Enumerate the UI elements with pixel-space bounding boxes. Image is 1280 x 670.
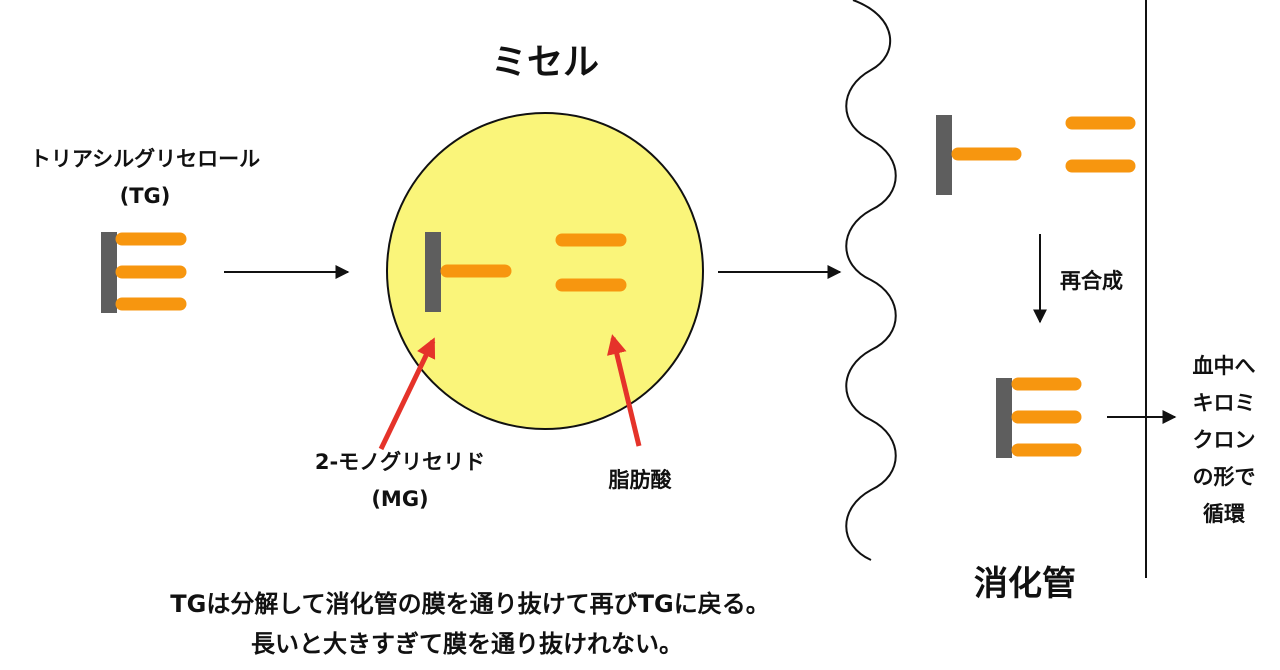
blood-label-line: クロン [1193,428,1256,452]
caption-line2: 長いと大きすぎて膜を通り抜けれない。 [251,630,683,658]
glycerol-backbone [101,232,117,313]
blood-label-line: キロミ [1193,391,1256,415]
blood-label-line: 血中へ [1193,354,1256,378]
glycerol-backbone [936,115,952,195]
intestinal-membrane-wave [845,0,897,561]
mg-label-line2: (MG) [371,487,428,511]
glycerol-backbone [996,378,1012,458]
resynthesized-tg-molecule [996,377,1082,458]
glycerol-backbone [425,232,441,312]
intestine-label: 消化管 [974,564,1076,604]
tg-label-line1: トリアシルグリセロール [30,147,260,171]
caption-line1: TGは分解して消化管の膜を通り抜けて再びTGに戻る。 [170,590,769,618]
tg-label-line2: (TG) [120,184,171,208]
absorbed-mg-molecule [936,115,1022,195]
free-fatty-acids [555,233,627,292]
blood-label-line: の形で [1193,465,1256,489]
blood-label-line: 循環 [1203,502,1246,526]
fatty-acid-label: 脂肪酸 [609,468,673,492]
micelle-title: ミセル [491,42,599,83]
mg-label-line1: 2-モノグリセリド [315,450,485,474]
absorbed-fatty-acids [1065,116,1136,173]
fatty-acid-pointer-arrow [607,334,642,447]
resynthesis-label: 再合成 [1060,269,1123,293]
tg-molecule [101,232,187,313]
mg-pointer-arrow [378,337,436,451]
blood-circulation-label: 血中へ キロミ クロン の形で 循環 [1193,354,1256,526]
mg-molecule [425,232,512,312]
